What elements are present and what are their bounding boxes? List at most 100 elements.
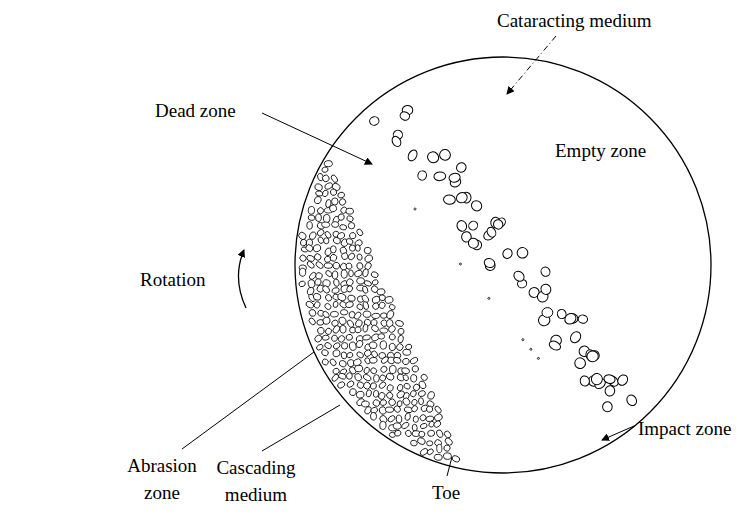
media-ball bbox=[573, 356, 587, 370]
leader-line bbox=[507, 36, 556, 94]
media-ball bbox=[330, 174, 339, 184]
media-ball bbox=[332, 349, 341, 358]
media-ball bbox=[467, 219, 479, 231]
media-ball bbox=[483, 257, 496, 269]
media-ball bbox=[339, 224, 347, 231]
media-ball bbox=[364, 254, 374, 264]
media-ball bbox=[433, 171, 446, 181]
media-ball bbox=[386, 310, 395, 320]
media-ball bbox=[539, 282, 552, 296]
media-ball bbox=[388, 333, 396, 341]
media-ball bbox=[393, 423, 401, 430]
media-ball bbox=[340, 309, 348, 315]
media-ball bbox=[316, 228, 325, 237]
media-ball bbox=[563, 311, 578, 326]
media-ball bbox=[365, 389, 372, 397]
media-ball bbox=[324, 293, 333, 302]
leader-line bbox=[182, 352, 314, 449]
media-ball bbox=[418, 398, 423, 405]
media-ball bbox=[420, 373, 429, 382]
media-ball bbox=[338, 316, 347, 326]
media-ball bbox=[537, 357, 539, 359]
media-ball bbox=[414, 208, 417, 211]
media-ball bbox=[348, 222, 355, 229]
media-ball bbox=[427, 441, 433, 446]
media-ball bbox=[388, 303, 396, 310]
media-ball bbox=[434, 454, 443, 461]
mill-shell bbox=[295, 57, 711, 473]
media-ball bbox=[379, 374, 387, 382]
media-ball bbox=[516, 247, 529, 260]
media-ball bbox=[426, 448, 434, 456]
media-ball bbox=[399, 110, 411, 121]
media-ball bbox=[410, 405, 418, 413]
media-ball bbox=[459, 263, 462, 266]
media-ball bbox=[339, 325, 346, 333]
media-ball bbox=[579, 375, 591, 387]
media-ball bbox=[315, 190, 323, 196]
zone-label: Empty zone bbox=[555, 138, 646, 165]
media-ball bbox=[330, 311, 338, 317]
media-ball bbox=[418, 380, 427, 390]
media-ball bbox=[402, 374, 409, 382]
media-ball bbox=[347, 252, 356, 261]
media-ball bbox=[364, 247, 372, 254]
media-ball bbox=[354, 326, 362, 334]
media-ball bbox=[379, 399, 387, 406]
media-ball bbox=[345, 208, 353, 215]
media-ball bbox=[298, 280, 306, 287]
media-ball bbox=[380, 328, 388, 333]
media-ball bbox=[314, 183, 323, 191]
media-ball bbox=[469, 199, 483, 213]
media-ball bbox=[371, 279, 379, 286]
media-ball bbox=[341, 342, 348, 349]
media-ball bbox=[379, 421, 386, 430]
media-ball bbox=[437, 444, 442, 452]
media-ball bbox=[577, 314, 588, 324]
media-ball bbox=[363, 310, 372, 318]
media-ball bbox=[354, 269, 364, 277]
media-ball bbox=[384, 296, 393, 304]
media-ball bbox=[426, 405, 434, 413]
media-ball bbox=[362, 324, 368, 333]
media-ball bbox=[439, 149, 451, 161]
zone-label: Cascading medium bbox=[204, 455, 308, 508]
media-ball bbox=[372, 399, 381, 408]
media-ball bbox=[386, 384, 394, 393]
media-ball bbox=[329, 358, 337, 367]
media-ball bbox=[369, 115, 381, 126]
media-ball bbox=[356, 391, 365, 399]
media-ball bbox=[347, 294, 356, 302]
media-ball bbox=[443, 444, 451, 452]
media-ball bbox=[356, 351, 365, 359]
media-ball bbox=[370, 271, 379, 279]
media-ball bbox=[313, 252, 322, 261]
media-ball bbox=[587, 351, 599, 362]
media-ball bbox=[332, 261, 341, 270]
media-ball bbox=[602, 402, 612, 412]
media-ball bbox=[322, 335, 330, 341]
media-ball bbox=[345, 334, 353, 341]
media-ball bbox=[338, 197, 347, 206]
media-ball bbox=[370, 324, 379, 333]
media-ball bbox=[331, 334, 339, 342]
media-ball bbox=[406, 148, 419, 162]
media-ball bbox=[356, 228, 364, 237]
media-ball bbox=[349, 245, 355, 252]
media-ball bbox=[308, 317, 317, 326]
media-ball bbox=[321, 166, 328, 173]
media-ball bbox=[389, 365, 397, 374]
media-ball bbox=[370, 382, 378, 390]
media-ball bbox=[322, 222, 330, 228]
media-ball bbox=[346, 215, 354, 223]
media-ball bbox=[338, 360, 347, 368]
media-ball bbox=[403, 349, 411, 355]
media-ball bbox=[299, 268, 306, 277]
media-ball bbox=[409, 356, 419, 364]
media-ball bbox=[329, 188, 337, 196]
media-ball bbox=[387, 398, 396, 407]
media-ball bbox=[362, 373, 372, 381]
media-ball bbox=[355, 339, 364, 348]
media-ball bbox=[455, 161, 468, 174]
media-ball bbox=[315, 214, 322, 222]
